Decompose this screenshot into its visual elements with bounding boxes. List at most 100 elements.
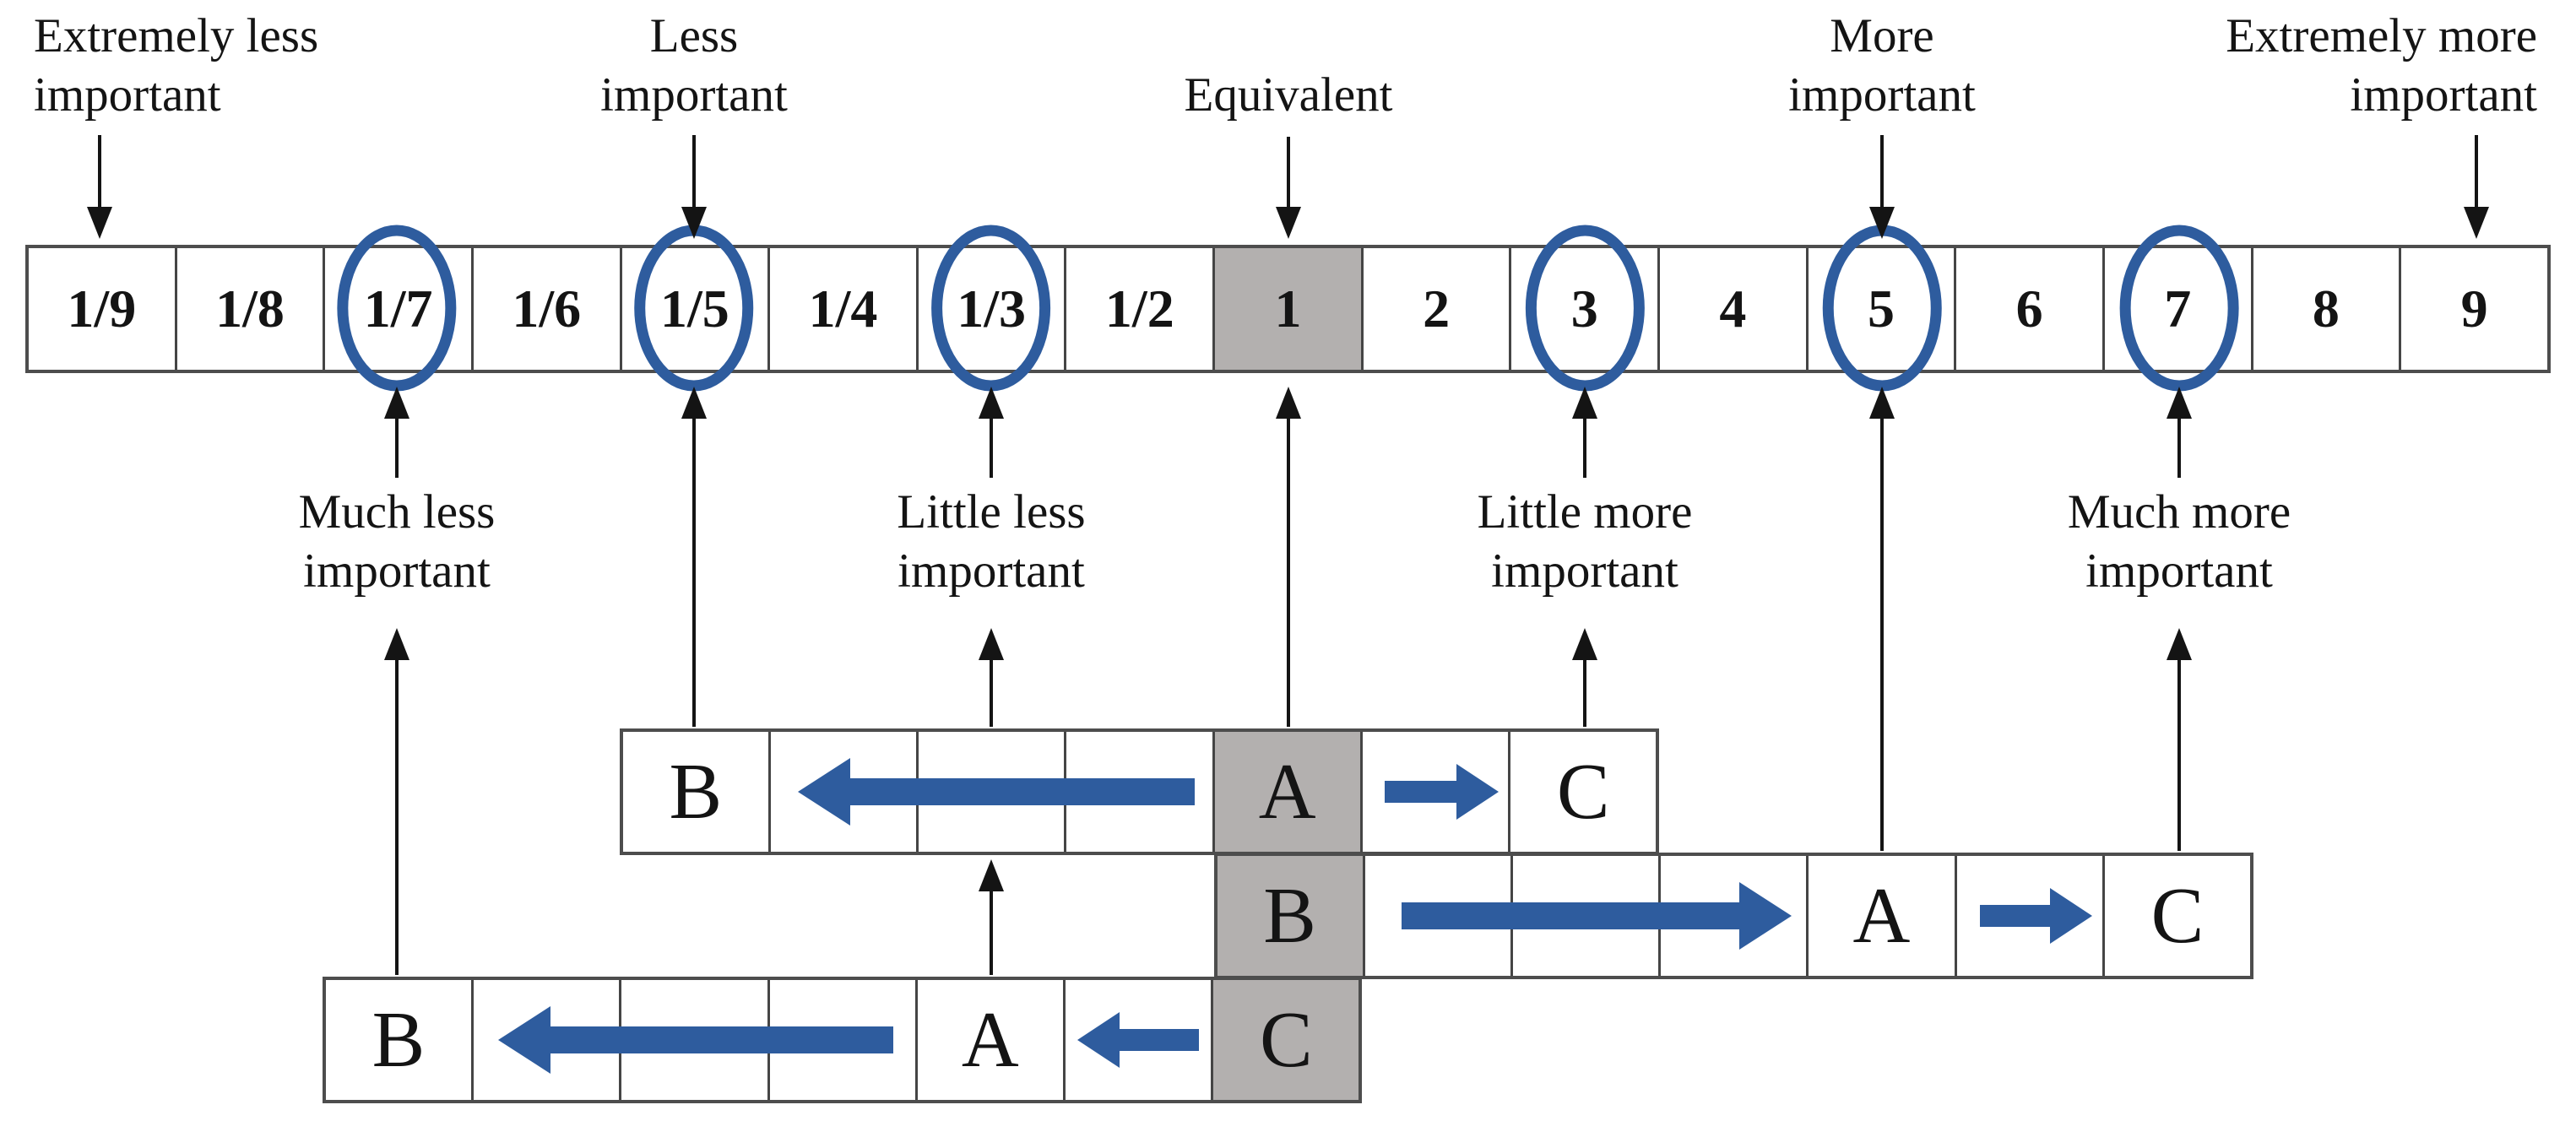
scale-value: 1/8 bbox=[215, 279, 285, 338]
criterion-cell-a: A bbox=[1806, 856, 1954, 976]
pointer-arrow-head bbox=[979, 628, 1004, 660]
scale-cell-1-5: 1/5 bbox=[619, 248, 768, 370]
scale-value: 2 bbox=[1423, 279, 1451, 338]
empty-cell bbox=[1064, 732, 1212, 852]
label-line: Little more bbox=[1477, 485, 1693, 539]
pointer-arrow-head bbox=[384, 628, 409, 660]
label-less-important: Less important bbox=[483, 7, 905, 125]
criterion-label: C bbox=[1556, 748, 1610, 836]
label-equivalent: Equivalent bbox=[1077, 66, 1500, 125]
label-line: Much more bbox=[2067, 485, 2291, 539]
empty-cell bbox=[619, 980, 767, 1100]
pointer-arrow-head bbox=[2167, 387, 2192, 419]
scale-value: 1/5 bbox=[659, 279, 729, 338]
pointer-arrow-head bbox=[87, 207, 112, 239]
label-line: More bbox=[1830, 9, 1934, 62]
scale-value: 6 bbox=[2015, 279, 2043, 338]
criterion-cell-b: B bbox=[1217, 856, 1363, 976]
empty-cell bbox=[471, 980, 619, 1100]
criterion-label: B bbox=[669, 748, 723, 836]
empty-cell bbox=[1359, 732, 1508, 852]
label-extremely-more-important: Extremely more important bbox=[2157, 7, 2537, 125]
empty-cell bbox=[767, 732, 916, 852]
scale-value: 1/4 bbox=[808, 279, 878, 338]
scale-value: 5 bbox=[1868, 279, 1895, 338]
criterion-label: C bbox=[1259, 996, 1313, 1084]
scale-cell-1-8: 1/8 bbox=[174, 248, 323, 370]
pointer-arrow-head bbox=[2464, 207, 2489, 239]
empty-cell bbox=[1062, 980, 1211, 1100]
criterion-label: A bbox=[1852, 872, 1911, 960]
scale-cell-1-4: 1/4 bbox=[767, 248, 916, 370]
label-line: important bbox=[2350, 68, 2537, 122]
scale-cell-1-6: 1/6 bbox=[470, 248, 620, 370]
scale-cell-1-9: 1/9 bbox=[29, 248, 175, 370]
empty-cell bbox=[1658, 856, 1806, 976]
scale-value: 1 bbox=[1274, 279, 1302, 338]
scale-cell-9: 9 bbox=[2399, 248, 2547, 370]
label-more-important: More important bbox=[1671, 7, 2093, 125]
scale-cell-1: 1 bbox=[1212, 248, 1361, 370]
scale-value: 9 bbox=[2460, 279, 2488, 338]
criterion-label: B bbox=[1263, 872, 1316, 960]
criterion-cell-b: B bbox=[326, 980, 471, 1100]
label-line: important bbox=[600, 68, 788, 122]
empty-cell bbox=[1954, 856, 2102, 976]
scale-value: 3 bbox=[1570, 279, 1598, 338]
criterion-label: C bbox=[2150, 872, 2205, 960]
scale-value: 1/6 bbox=[512, 279, 582, 338]
criterion-label: B bbox=[371, 996, 426, 1084]
scale-value: 1/2 bbox=[1104, 279, 1174, 338]
criterion-cell-c: C bbox=[2101, 856, 2250, 976]
pointer-arrow-head bbox=[681, 387, 707, 419]
scale-cell-1-3: 1/3 bbox=[915, 248, 1065, 370]
criterion-label: A bbox=[961, 996, 1019, 1084]
scale-value: 7 bbox=[2164, 279, 2192, 338]
pointer-arrow-head bbox=[1572, 628, 1597, 660]
empty-cell bbox=[767, 980, 915, 1100]
pointer-arrow-head bbox=[1869, 387, 1895, 419]
label-line: important bbox=[34, 68, 221, 122]
criterion-cell-b: B bbox=[623, 732, 768, 852]
criterion-cell-a: A bbox=[914, 980, 1063, 1100]
label-line: important bbox=[898, 544, 1085, 598]
label-line: important bbox=[1788, 68, 1976, 122]
pointer-arrow-head bbox=[1572, 387, 1597, 419]
scale-value: 1/3 bbox=[957, 279, 1027, 338]
pointer-arrow-head bbox=[1276, 387, 1301, 419]
label-line: important bbox=[303, 544, 491, 598]
pointer-arrow-head bbox=[979, 387, 1004, 419]
label-line: Extremely less bbox=[34, 9, 319, 62]
scale-cell-2: 2 bbox=[1360, 248, 1510, 370]
scale-cell-7: 7 bbox=[2101, 248, 2251, 370]
scale-cell-1-2: 1/2 bbox=[1064, 248, 1212, 370]
scale-cell-5: 5 bbox=[1805, 248, 1955, 370]
pointer-arrow-head bbox=[979, 859, 1004, 891]
scale-cell-8: 8 bbox=[2250, 248, 2400, 370]
label-line: important bbox=[2085, 544, 2273, 598]
criterion-cell-c: C bbox=[1211, 980, 1359, 1100]
label-line: important bbox=[1491, 544, 1678, 598]
empty-cell bbox=[1362, 856, 1510, 976]
pointer-arrow-head bbox=[1276, 207, 1301, 239]
scale-cell-1-7: 1/7 bbox=[323, 248, 471, 370]
pointer-arrow-head bbox=[384, 387, 409, 419]
empty-cell bbox=[1510, 856, 1658, 976]
label-line: Less bbox=[649, 9, 739, 62]
empty-cell bbox=[916, 732, 1064, 852]
scale-value: 8 bbox=[2312, 279, 2340, 338]
scale-cell-4: 4 bbox=[1657, 248, 1806, 370]
label-extremely-less-important: Extremely less important bbox=[34, 7, 405, 125]
pointer-arrow-head bbox=[681, 207, 707, 239]
label-line: Extremely more bbox=[2226, 9, 2537, 62]
scale-cell-3: 3 bbox=[1509, 248, 1657, 370]
criterion-label: A bbox=[1258, 748, 1316, 836]
